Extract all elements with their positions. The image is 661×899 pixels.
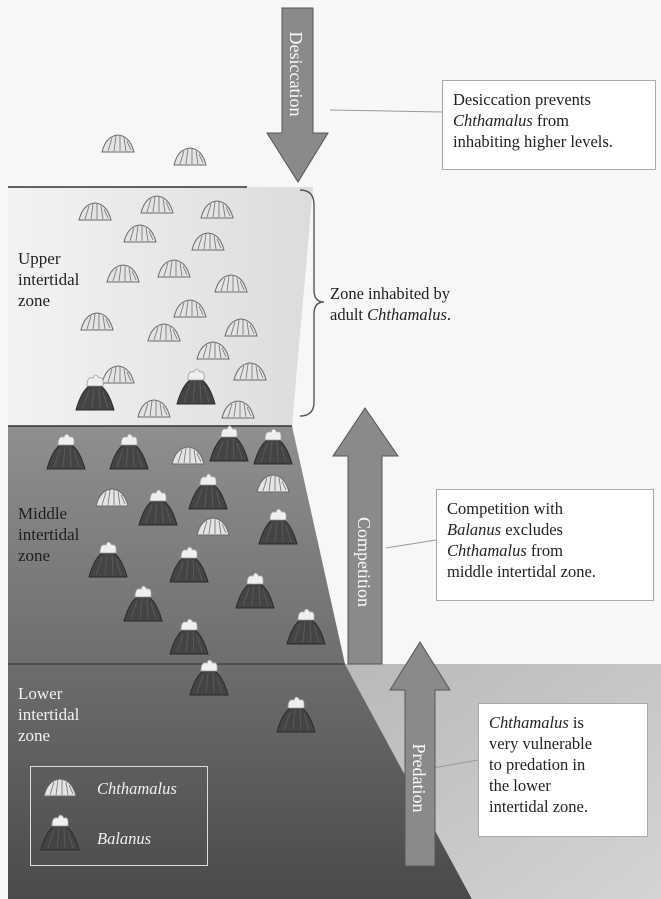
- chthamalus-barnacle: [174, 148, 206, 165]
- predation-arrow-label: Predation: [409, 744, 429, 813]
- competition-arrow-label: Competition: [354, 517, 374, 607]
- leader-competition: [386, 540, 436, 548]
- predation-callout: Chthamalus is very vulnerable to predati…: [478, 703, 648, 837]
- leader-desiccation: [330, 110, 442, 112]
- competition-callout: Competition with Balanus excludes Chtham…: [436, 489, 654, 601]
- legend: Chthamalus Balanus: [30, 766, 208, 866]
- zone-inhabited-note: Zone inhabited by adult Chthamalus.: [330, 283, 451, 325]
- legend-balanus-label: Balanus: [97, 829, 151, 849]
- desiccation-arrow-label: Desiccation: [286, 32, 306, 117]
- legend-chthamalus-label: Chthamalus: [97, 779, 177, 799]
- desiccation-callout: Desiccation prevents Chthamalus from inh…: [442, 80, 656, 170]
- chthamalus-barnacle: [102, 135, 134, 152]
